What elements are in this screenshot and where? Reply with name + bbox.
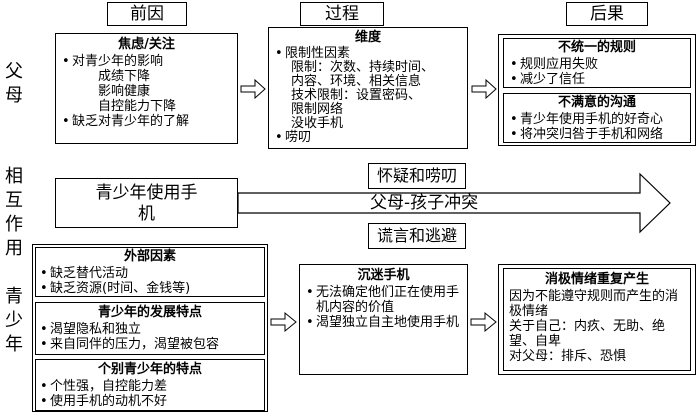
teens-individual-box: 个别青少年的特点 个性强，自控能力差 使用手机的动机不好 <box>35 359 265 411</box>
teens-individual-title: 个别青少年的特点 <box>97 362 202 377</box>
teens-process-box: 沉迷手机 无法确定他们正在使用手机内容的价值 渴望独立自主地使用手机 <box>299 264 468 375</box>
list-item: 将冲突归咎于手机和网络 <box>508 127 686 142</box>
parents-process-box: 维度 限制性因素 限制：次数、持续时间、 内容、环境、相关信息 技术限制：设置密… <box>268 27 468 149</box>
list-item: 个性强，自控能力差 <box>38 379 262 394</box>
interaction-start-box: 青少年使用手机 <box>55 178 238 228</box>
list-item: 技术限制：设置密码、 <box>291 88 422 103</box>
interaction-bottom-box: 谎言和逃避 <box>368 223 466 249</box>
teens-development-title: 青少年的发展特点 <box>97 305 202 320</box>
list-item: 缺乏资源(时间、金钱等) <box>38 281 262 296</box>
arrow-cause-to-process-teens <box>270 311 297 333</box>
header-cause: 前因 <box>107 2 187 26</box>
teens-result-title: 消极情绪重复产生 <box>544 272 649 287</box>
arrow-process-to-result-teens <box>470 311 497 333</box>
list-item: 限制：次数、持续时间、 <box>291 60 435 75</box>
list-item: 关于自己：内疚、无助、绝望、自卑 <box>509 319 666 349</box>
teens-result-box: 消极情绪重复产生 因为不能遵守规则而产生的消极情绪 关于自己：内疚、无助、绝望、… <box>498 264 696 375</box>
interaction-middle-label: 父母-孩子冲突 <box>370 193 479 213</box>
list-item: 唠叨 <box>273 131 463 146</box>
parents-process-title: 维度 <box>354 30 381 45</box>
teens-development-box: 青少年的发展特点 渴望隐私和独立 来自同伴的压力，渴望被包容 <box>35 302 265 355</box>
list-item: 渴望独立自主地使用手机 <box>304 315 463 330</box>
teens-cause-box: 外部因素 缺乏替代活动 缺乏资源(时间、金钱等) 青少年的发展特点 渴望隐私和独… <box>32 244 268 412</box>
list-item: 使用手机的动机不好 <box>38 394 262 409</box>
header-process: 过程 <box>300 2 384 26</box>
parents-result-box: 不统一的规则 规则应用失败 减少了信任 不满意的沟通 青少年使用手机的好奇心 将… <box>498 34 696 146</box>
list-item: 缺乏替代活动 <box>38 266 262 281</box>
list-item: 减少了信任 <box>508 72 686 87</box>
teens-external-title: 外部因素 <box>123 249 176 264</box>
teens-process-title: 沉迷手机 <box>357 268 410 283</box>
list-item: 无法确定他们正在使用手机内容的价值 <box>304 285 463 315</box>
interaction-start-label: 青少年使用手机 <box>95 183 198 224</box>
list-item: 内容、环境、相关信息 <box>291 74 422 89</box>
result-communication-title: 不满意的沟通 <box>557 95 636 110</box>
result-communication-box: 不满意的沟通 青少年使用手机的好奇心 将冲突归咎于手机和网络 <box>503 93 691 143</box>
list-item: 成绩下降 <box>98 69 151 84</box>
teens-external-box: 外部因素 缺乏替代活动 缺乏资源(时间、金钱等) <box>35 247 265 297</box>
arrow-cause-to-process-parents <box>240 78 266 100</box>
result-rules-box: 不统一的规则 规则应用失败 减少了信任 <box>503 38 691 88</box>
row-label-parents: 父母 <box>5 61 23 106</box>
list-item: 缺乏对青少年的了解 <box>60 114 233 129</box>
list-item: 对青少年的影响 <box>60 54 233 69</box>
teens-result-inner: 消极情绪重复产生 因为不能遵守规则而产生的消极情绪 关于自己：内疚、无助、绝望、… <box>503 268 691 371</box>
list-item: 因为不能遵守规则而产生的消极情绪 <box>509 289 679 319</box>
parents-cause-title: 焦虑/关注 <box>118 37 175 52</box>
list-item: 渴望隐私和独立 <box>38 322 262 337</box>
parents-cause-box: 焦虑/关注 对青少年的影响 成绩下降 影响健康 自控能力下降 缺乏对青少年的了解 <box>55 33 238 144</box>
row-label-teens: 青少年 <box>5 286 23 355</box>
list-item: 青少年使用手机的好奇心 <box>508 112 686 127</box>
row-label-interaction: 相互作用 <box>5 166 23 259</box>
list-item: 没收手机 <box>291 116 344 131</box>
result-rules-title: 不统一的规则 <box>557 40 636 55</box>
list-item: 规则应用失败 <box>508 57 686 72</box>
list-item: 限制网络 <box>291 102 344 117</box>
interaction-top-box: 怀疑和唠叨 <box>368 163 466 189</box>
list-item: 影响健康 <box>98 84 151 99</box>
list-item: 来自同伴的压力，渴望被包容 <box>38 337 262 352</box>
list-item: 对父母：排斥、恐惧 <box>509 349 627 364</box>
list-item: 自控能力下降 <box>98 99 177 114</box>
list-item: 限制性因素 <box>273 47 463 62</box>
arrow-process-to-result-parents <box>471 78 497 100</box>
header-result: 后果 <box>566 2 648 26</box>
